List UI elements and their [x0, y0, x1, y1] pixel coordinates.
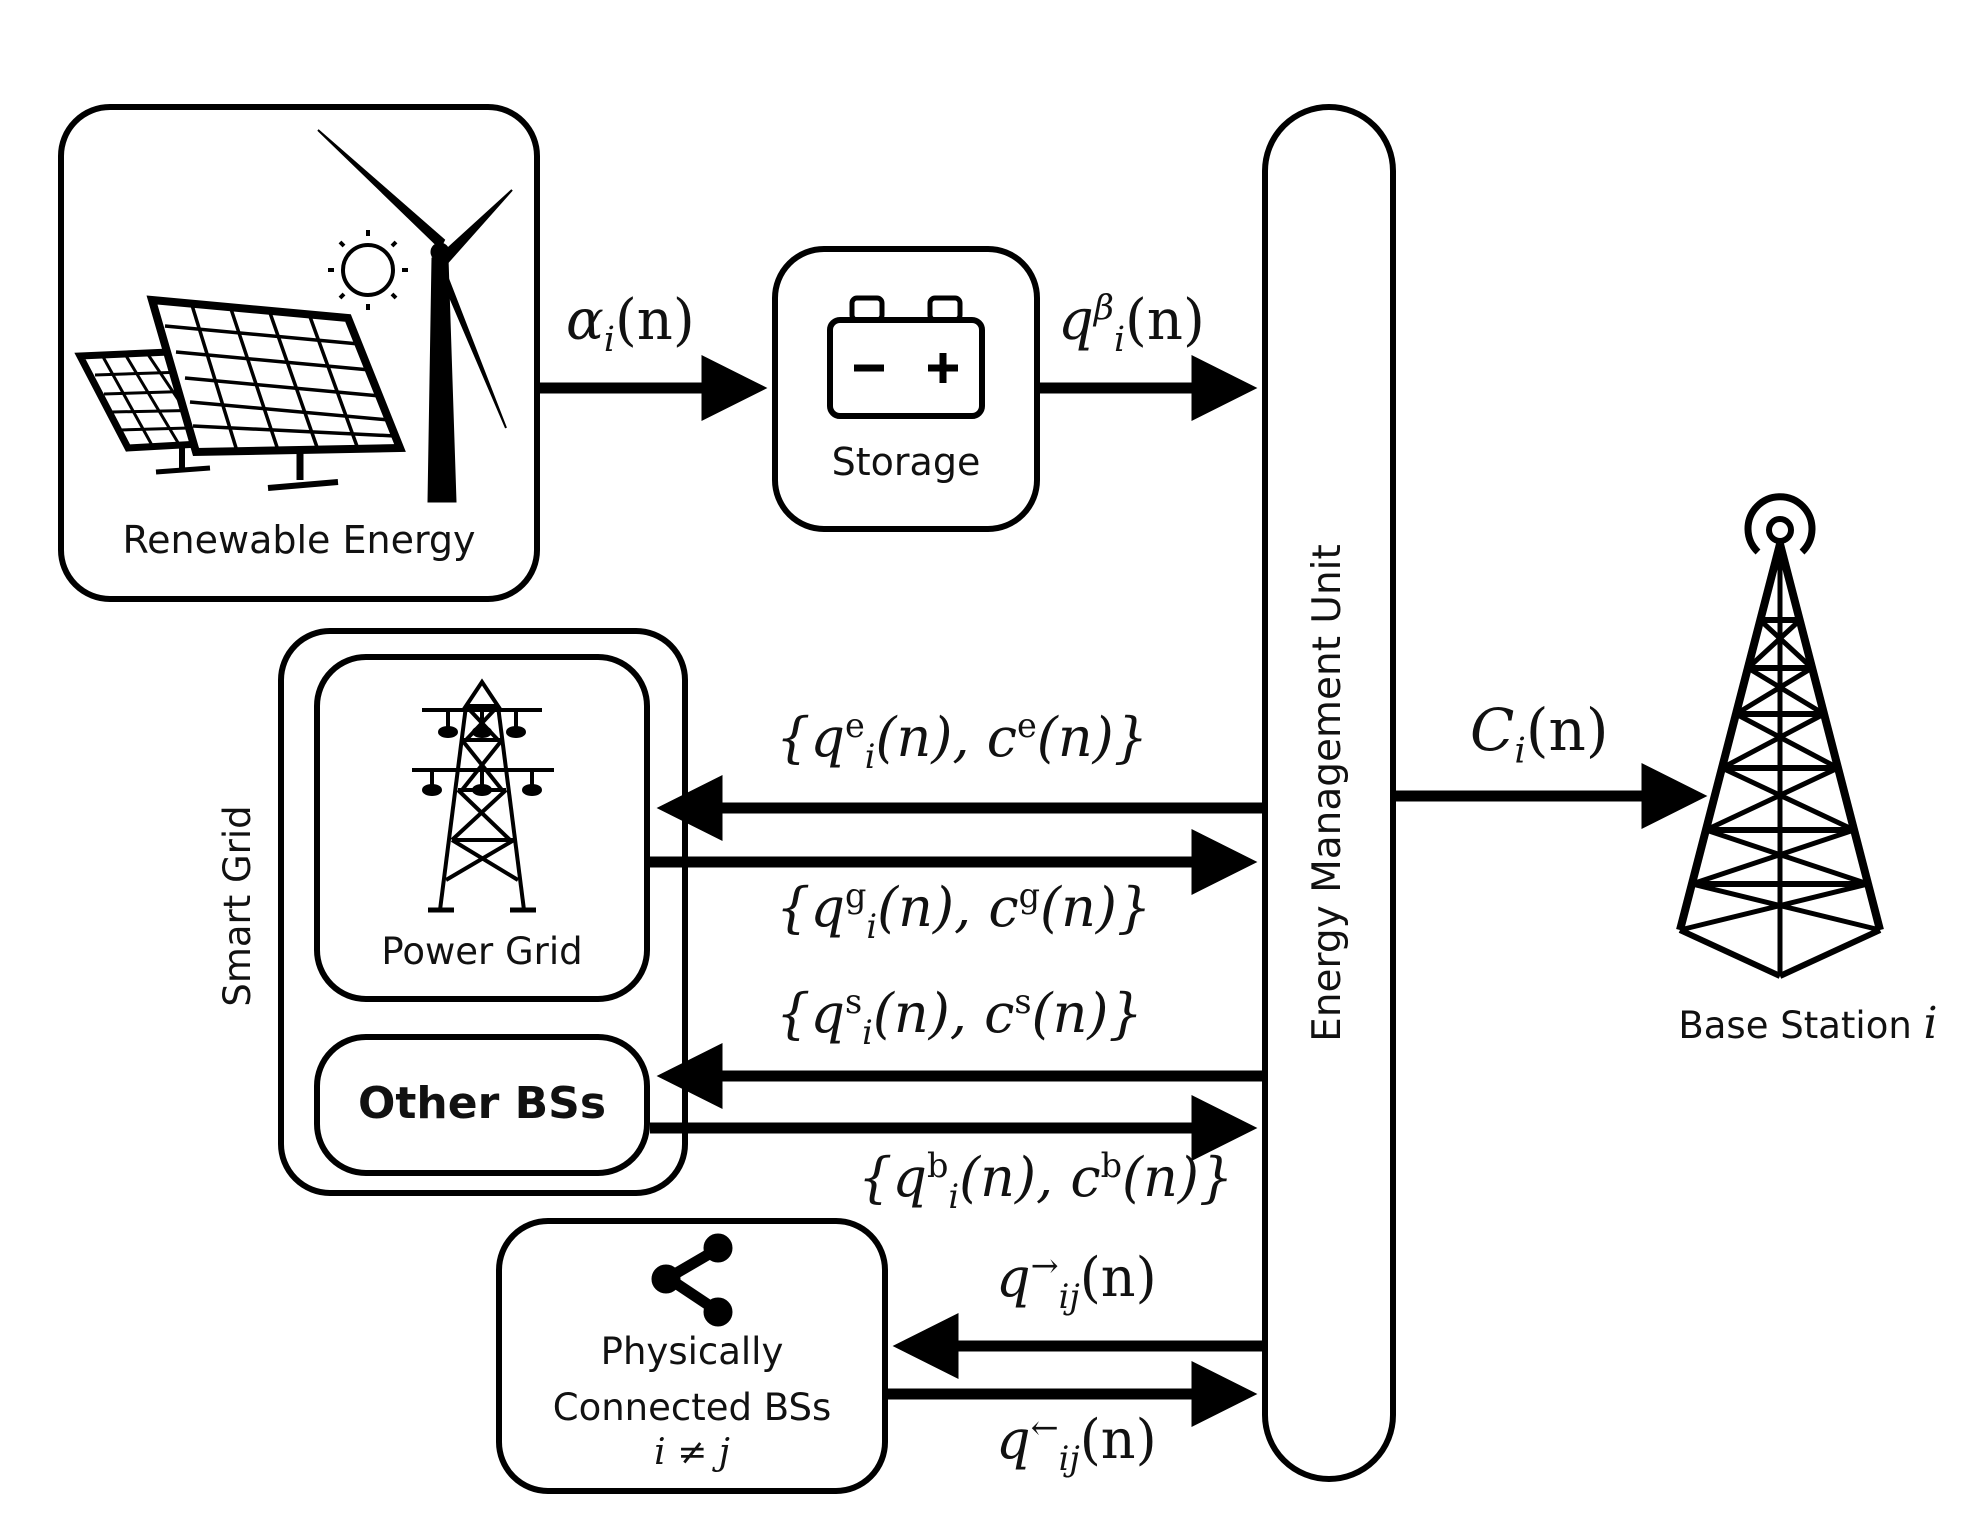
solar-panel-icon: [74, 295, 406, 491]
base-station-text: Base Station: [1678, 1004, 1912, 1047]
storage-label: Storage: [831, 440, 981, 484]
renewable-energy-label: Renewable Energy: [122, 518, 476, 562]
share-icon: [651, 1233, 733, 1327]
energy-management-unit-box: [1262, 104, 1396, 1482]
ci-label: Ci(n): [1470, 696, 1609, 772]
other-bss-box: [314, 1034, 650, 1176]
connected-bss-label: Connected BSs: [552, 1386, 832, 1429]
qb-label: {qbi(n), cb(n)}: [858, 1146, 1234, 1216]
battery-icon: [827, 295, 985, 419]
smart-grid-label: Smart Grid: [216, 805, 259, 1007]
qleft-label: q←ij(n): [996, 1408, 1157, 1478]
energy-management-unit-label: Energy Management Unit: [1305, 544, 1350, 1042]
antenna-tower-icon: [1676, 493, 1884, 979]
power-grid-label: Power Grid: [381, 930, 583, 973]
qe-label: {qei(n), ce(n)}: [776, 706, 1149, 776]
base-station-label: Base Station i: [1668, 998, 1948, 1049]
sun-icon: [328, 230, 408, 310]
base-station-index: i: [1923, 998, 1938, 1049]
alpha-label: αi(n): [566, 288, 695, 361]
i-not-equal-j-label: i ≠ j: [654, 1432, 730, 1473]
transmission-tower-icon: [412, 678, 554, 913]
qright-label: q→ij(n): [996, 1246, 1157, 1316]
physically-label: Physically: [600, 1330, 784, 1373]
qs-label: {qsi(n), cs(n)}: [776, 982, 1143, 1052]
qbeta-label: qβi(n): [1058, 288, 1205, 361]
storage-box: [772, 246, 1040, 532]
qg-label: {qgi(n), cg(n)}: [776, 876, 1152, 946]
other-bss-label: Other BSs: [357, 1078, 607, 1129]
power-grid-box: [314, 654, 650, 1002]
wind-turbine-icon: [317, 129, 513, 503]
